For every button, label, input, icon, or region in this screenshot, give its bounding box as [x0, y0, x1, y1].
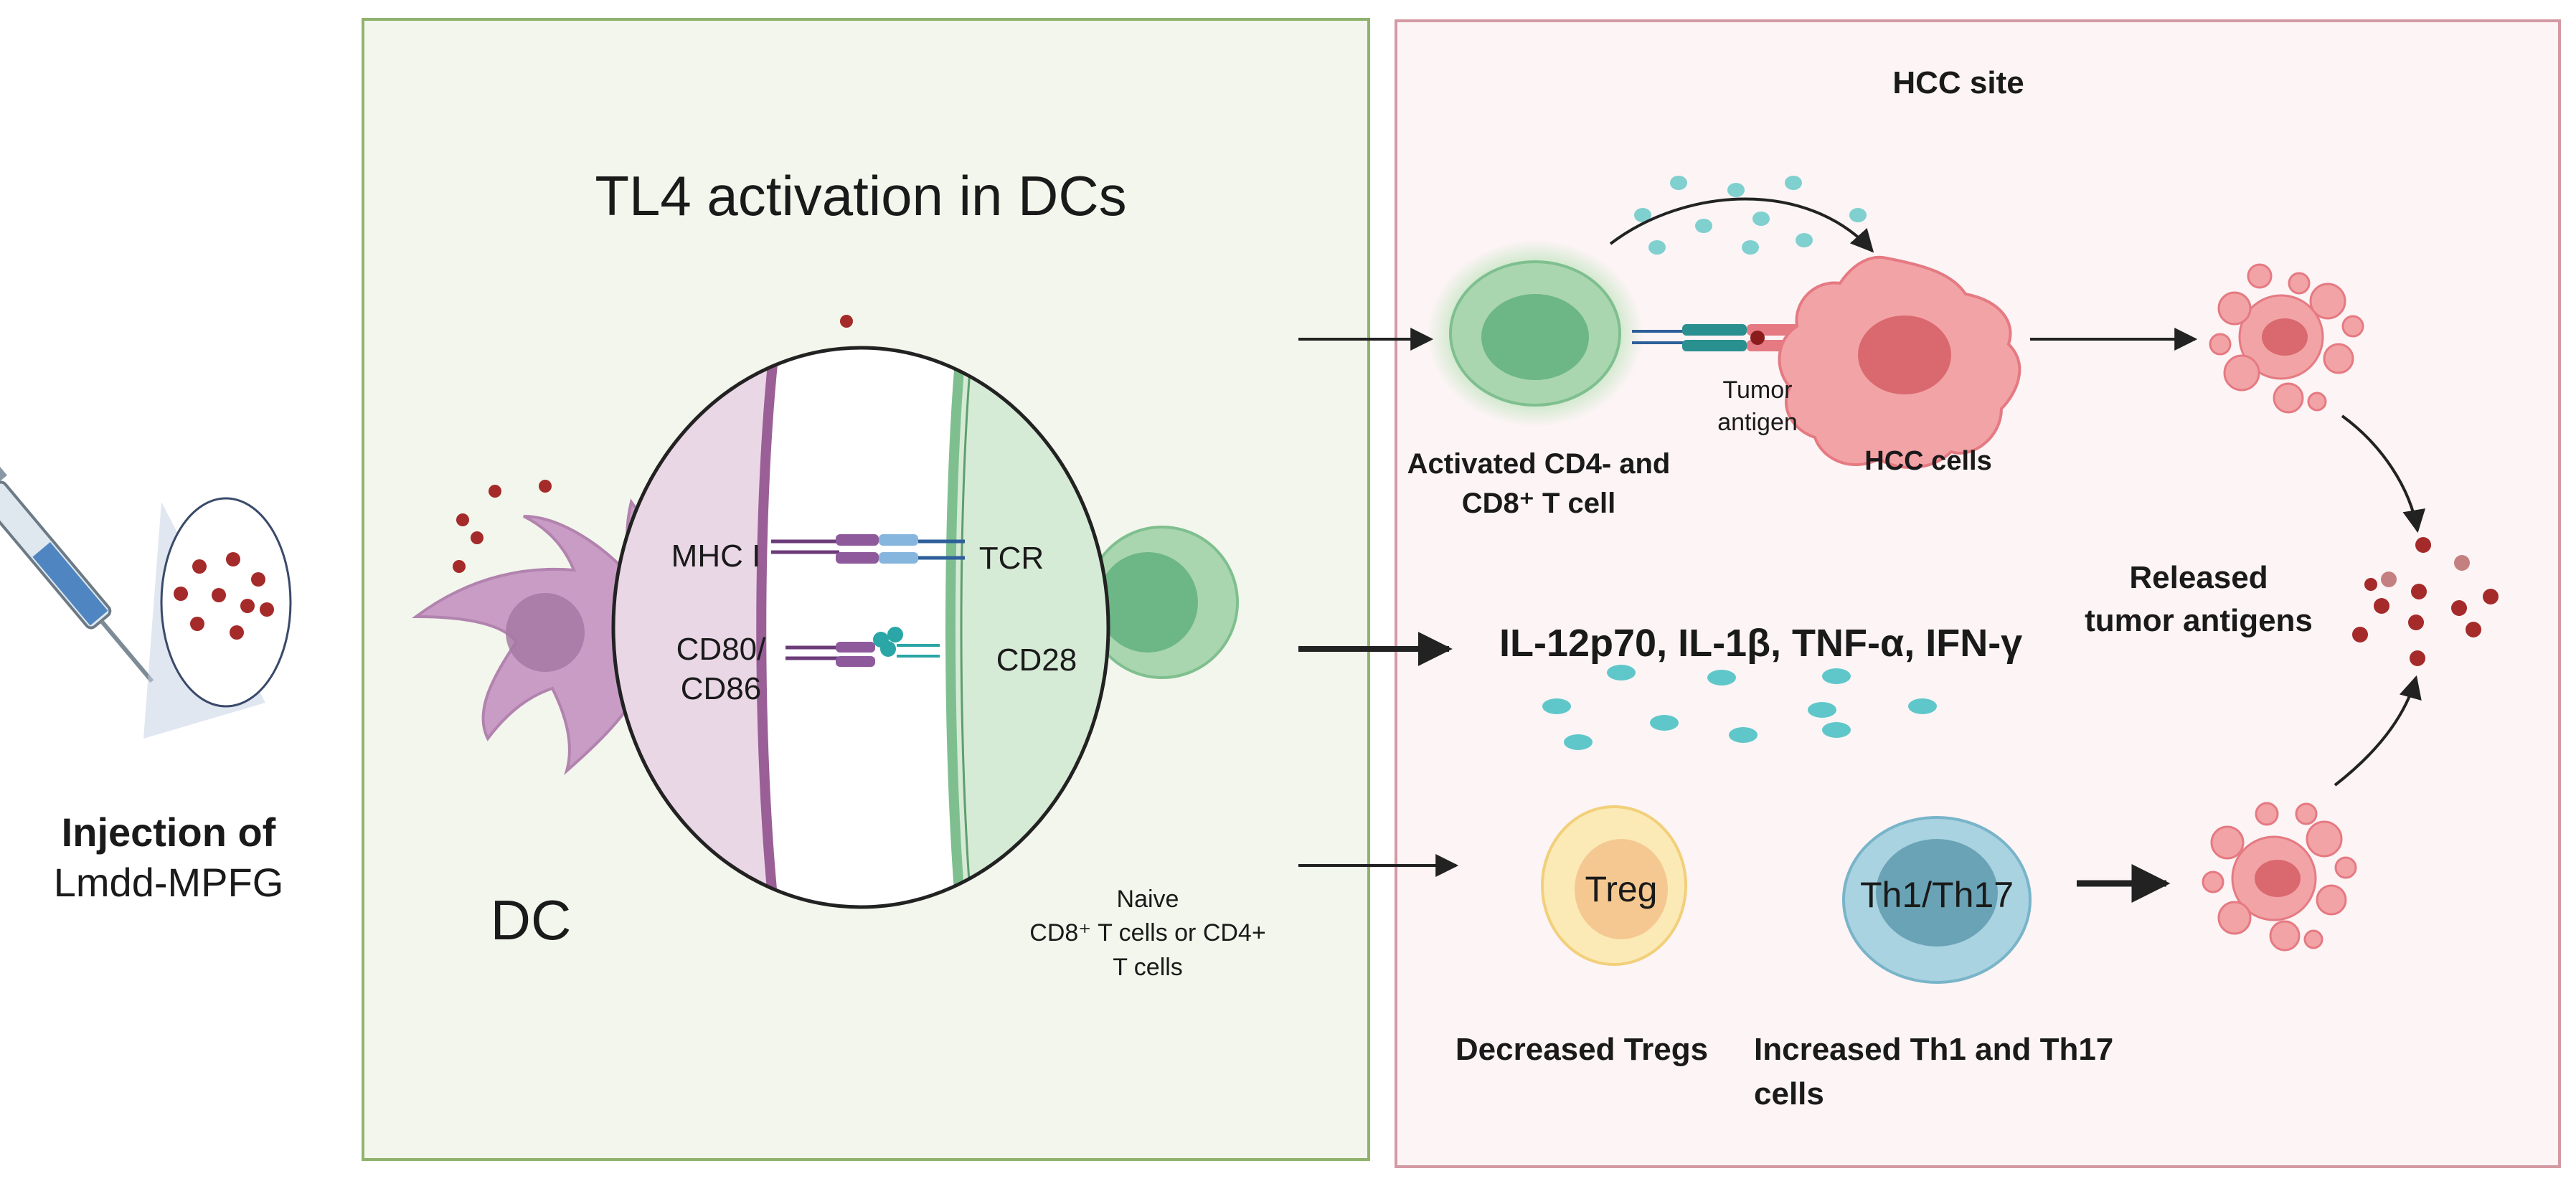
naive-label-line1: Naive	[1117, 886, 1179, 913]
hcc-site-title: HCC site	[1892, 65, 2024, 100]
decreased-tregs-label: Decreased Tregs	[1456, 1032, 1708, 1067]
lysed-tumor-bottom	[2202, 802, 2357, 952]
increased-label-line2: cells	[1754, 1076, 1824, 1111]
syringe-icon	[0, 465, 154, 683]
tumor-antigen-label-line1: Tumor	[1723, 376, 1793, 404]
arrow-lysis-bottom-to-released	[2334, 675, 2422, 787]
released-label-line1: Released	[2129, 560, 2268, 595]
cd80-cd28-complex	[785, 627, 940, 667]
activated-label-line2: CD8⁺ T cell	[1462, 488, 1616, 519]
cd80-label-line1: CD80/	[676, 632, 766, 667]
cytokine-dots-middle	[1542, 665, 1937, 750]
arrow-lysis-to-released	[2341, 414, 2426, 533]
treg-cell	[1541, 805, 1687, 966]
treg-label: Treg	[1585, 869, 1658, 909]
activation-title: TL4 activation in DCs	[595, 164, 1126, 227]
hcc-panel	[1395, 19, 2561, 1168]
activated-t-cell	[1428, 240, 1643, 427]
naive-label-line3: T cells	[1113, 954, 1183, 981]
released-label-line2: tumor antigens	[2085, 603, 2313, 638]
injection-label-line1: Injection of	[62, 810, 276, 855]
hcc-tumor-cell	[1778, 255, 2021, 469]
activated-label-line1: Activated CD4- and	[1407, 448, 1671, 480]
mhc-label: MHC I	[671, 539, 761, 574]
naive-t-cell	[1085, 526, 1239, 679]
increased-label-line1: Increased Th1 and Th17	[1754, 1032, 2113, 1067]
th-label: Th1/Th17	[1860, 875, 2014, 915]
bacteria-dots	[174, 552, 274, 640]
cytokine-list: IL-12p70, IL-1β, TNF-α, IFN-γ	[1499, 622, 2022, 665]
tumor-antigen-label-line2: antigen	[1717, 409, 1798, 436]
cytokine-dots-top	[1634, 176, 1867, 255]
mhc-tcr-complex	[771, 534, 965, 564]
naive-label-line2: CD8⁺ T cells or CD4+	[1029, 919, 1265, 947]
cd80-label-line2: CD86	[681, 671, 762, 706]
arrow-cytokines-to-hcc	[1609, 197, 1874, 253]
tcr-tumor-antigen-complex	[1632, 324, 1801, 351]
injection-zoom-bubble	[160, 497, 292, 708]
lysed-tumor-top	[2209, 263, 2364, 414]
synapse-outline	[611, 346, 1110, 909]
tcr-label: TCR	[979, 541, 1044, 576]
hcc-cells-label: HCC cells	[1864, 446, 1991, 476]
dc-label: DC	[491, 888, 572, 952]
antigen-dots-dc	[453, 315, 853, 573]
injection-label-line2: Lmdd-MPFG	[54, 860, 284, 905]
cd28-label: CD28	[996, 642, 1077, 678]
released-antigen-dots	[2352, 537, 2499, 666]
th1-th17-cell	[1842, 816, 2032, 984]
